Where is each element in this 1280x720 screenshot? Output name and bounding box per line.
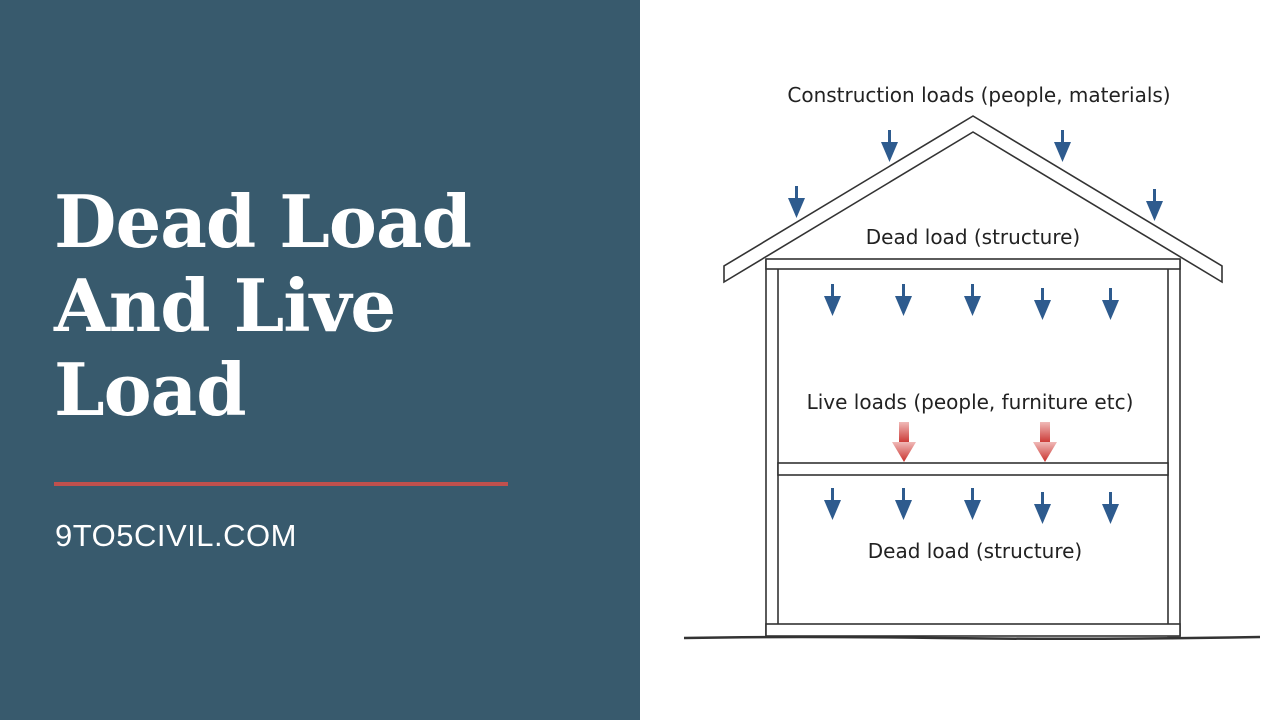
down-arrow-icon [1146,189,1163,221]
title-line-3: Load [54,347,247,432]
down-arrow-icon [1054,130,1071,162]
down-arrow-icon [895,284,912,316]
dead-load-arrows-lower [824,488,1119,524]
ceiling-beam [765,258,1181,270]
ground-sill [765,623,1181,637]
down-arrow-icon [788,186,805,218]
middle-floor [777,462,1169,476]
label-dead-load-roof: Dead load (structure) [866,225,1080,249]
down-arrow-icon [1034,492,1051,524]
page-title: Dead Load And Live Load [54,180,614,432]
right-wall [1167,259,1181,637]
title-line-2: And Live [54,263,396,348]
down-arrow-icon [881,130,898,162]
label-construction-loads: Construction loads (people, materials) [787,83,1170,107]
load-diagram: Construction loads (people, materials) D… [683,83,1261,641]
down-arrow-icon [892,422,916,462]
construction-load-arrows [788,130,1163,221]
down-arrow-icon [1034,288,1051,320]
live-load-arrows [892,422,1057,462]
dead-load-arrows-upper [824,284,1119,320]
accent-divider [54,482,508,486]
down-arrow-icon [824,284,841,316]
down-arrow-icon [964,284,981,316]
label-dead-load-bottom: Dead load (structure) [868,539,1082,563]
title-panel: Dead Load And Live Load 9TO5CIVIL.COM [0,0,640,720]
down-arrow-icon [1102,288,1119,320]
title-line-1: Dead Load [54,179,472,264]
down-arrow-icon [1033,422,1057,462]
down-arrow-icon [895,488,912,520]
label-live-loads: Live loads (people, furniture etc) [807,390,1134,414]
site-url[interactable]: 9TO5CIVIL.COM [55,518,297,553]
down-arrow-icon [824,488,841,520]
down-arrow-icon [964,488,981,520]
roof [723,115,1223,284]
ground-line [683,635,1261,641]
left-wall [765,259,779,637]
down-arrow-icon [1102,492,1119,524]
